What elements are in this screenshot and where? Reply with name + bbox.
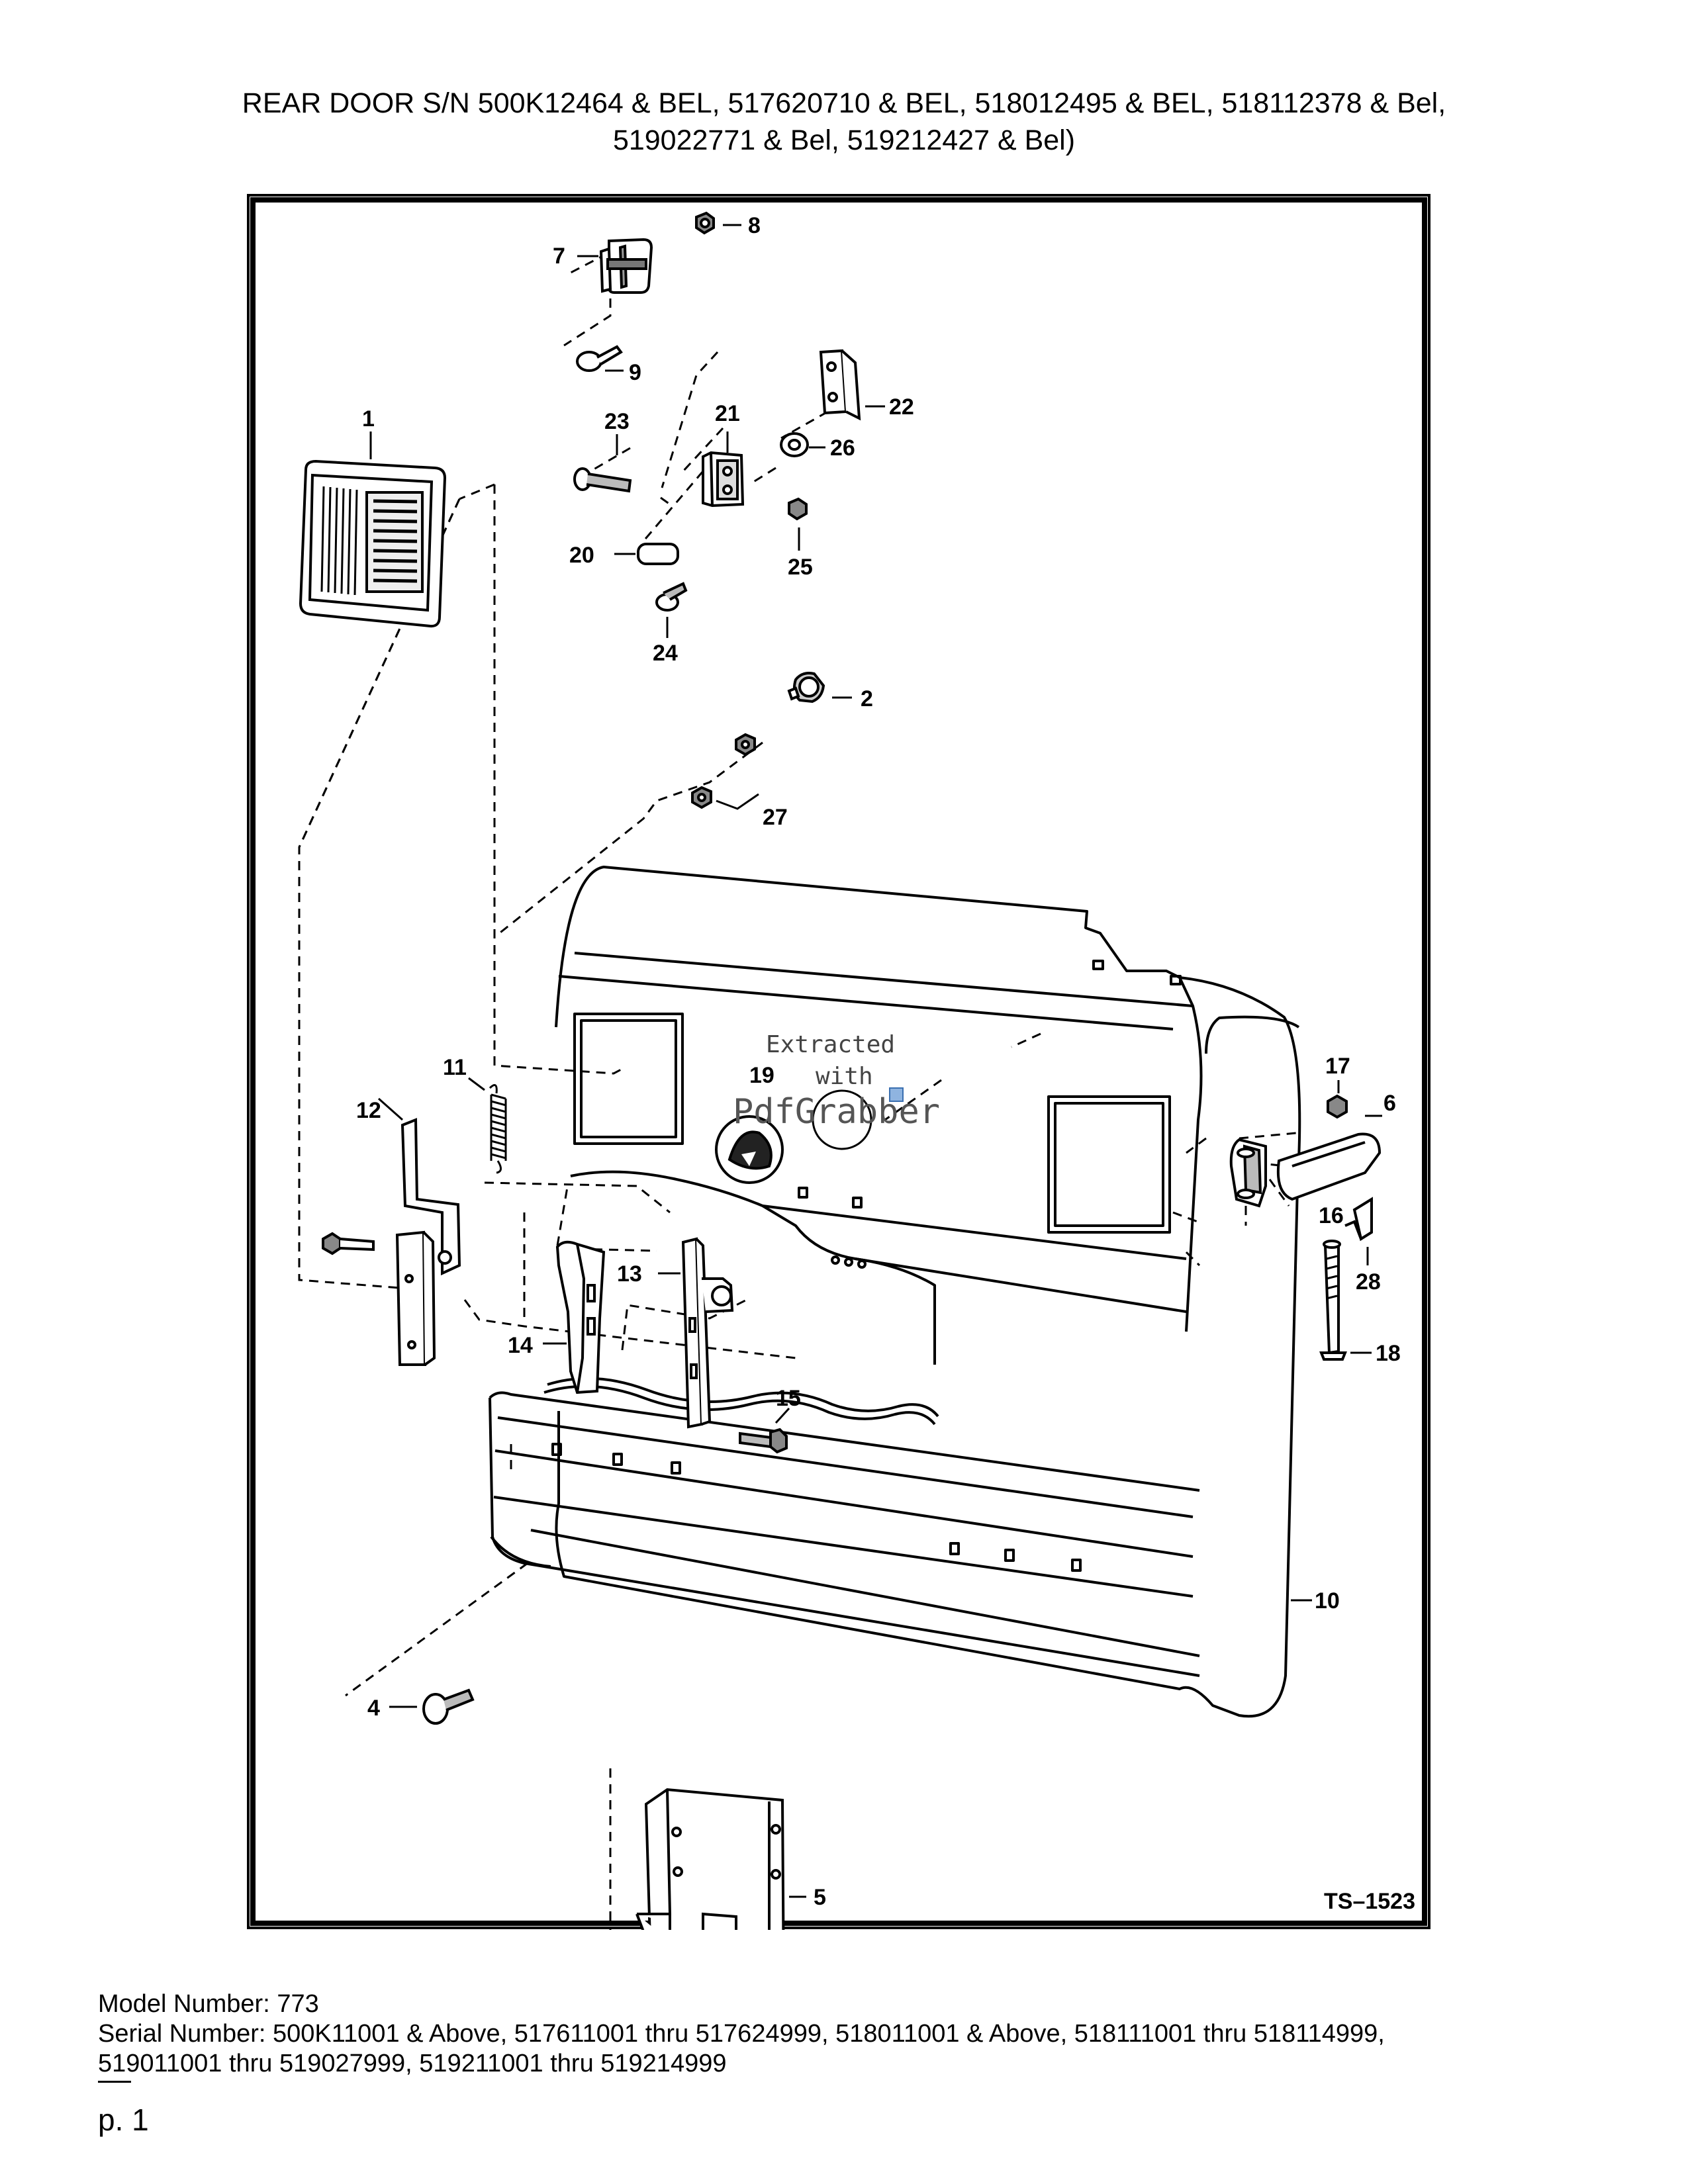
page-number: p. 1 (98, 2103, 149, 2137)
part-23-bolt (573, 434, 632, 493)
part-17-nut (1327, 1080, 1348, 1119)
part-8-nut (695, 211, 741, 235)
part-28-clip (1344, 1197, 1373, 1265)
serial-number-line-2: 519011001 thru 519027999, 519211001 thru… (98, 2050, 727, 2077)
part-20-pin (614, 543, 679, 565)
part-27-nuts (691, 733, 759, 810)
part-1-grille (299, 432, 447, 628)
part-25-nut (788, 497, 808, 551)
callout-11: 11 (443, 1055, 467, 1080)
callout-6: 6 (1383, 1091, 1396, 1116)
part-26-washer (780, 432, 825, 457)
callout-13: 13 (617, 1261, 642, 1287)
part-24-bolt (655, 582, 688, 638)
watermark-line-1: Extracted (766, 1031, 895, 1058)
part-19-decal (715, 1089, 872, 1184)
part-7-catch (577, 238, 653, 294)
callout-20: 20 (569, 543, 594, 568)
footer-divider (98, 2081, 131, 2083)
part-16-hinge (1229, 1138, 1267, 1208)
part-21-hinge (702, 432, 745, 508)
callout-labels: 1 2 3 4 5 6 7 8 9 10 11 12 13 14 15 16 1… (356, 213, 1415, 1914)
diagram-inner-border (250, 197, 1427, 1926)
callout-12: 12 (356, 1098, 381, 1123)
callout-10: 10 (1315, 1588, 1340, 1614)
drawing-code: TS–1523 (1324, 1889, 1415, 1914)
callout-21: 21 (715, 401, 740, 426)
watermark-line-2: with (816, 1063, 873, 1090)
callout-16: 16 (1319, 1203, 1344, 1228)
door-panel (489, 866, 1301, 1718)
part-12-bolt (322, 1232, 375, 1255)
part-14-bracket (543, 1240, 606, 1394)
callout-27: 27 (763, 805, 788, 830)
callout-1: 1 (362, 406, 375, 432)
watermark-line-3: PdfGrabber (733, 1092, 940, 1132)
callout-5: 5 (814, 1885, 826, 1910)
part-13-bracket (658, 1237, 734, 1429)
callout-17: 17 (1325, 1054, 1350, 1079)
callout-8: 8 (748, 213, 761, 238)
page-title-line-1: REAR DOOR S/N 500K12464 & BEL, 517620710… (242, 87, 1446, 119)
part-9-screw (576, 345, 624, 372)
watermark: Extracted with PdfGrabber (733, 1031, 940, 1132)
parts-diagram: Extracted with PdfGrabber 1 2 3 4 5 6 7 … (247, 194, 1430, 1930)
callout-19: 19 (749, 1063, 774, 1088)
part-12-latch (378, 1097, 461, 1366)
callout-26: 26 (830, 435, 855, 461)
page-title-line-2: 519022771 & Bel, 519212427 & Bel) (612, 124, 1076, 156)
part-15-bolt (739, 1407, 790, 1454)
part-18-pin (1319, 1240, 1372, 1361)
callout-15: 15 (776, 1386, 801, 1411)
callout-14: 14 (508, 1333, 533, 1358)
part-11-spring (468, 1077, 507, 1174)
callout-2: 2 (861, 686, 873, 711)
part-4-screw (389, 1688, 475, 1725)
model-number: Model Number: 773 (98, 1990, 319, 2018)
callout-25: 25 (788, 555, 813, 580)
callout-24: 24 (653, 641, 678, 666)
part-5-bracket (635, 1788, 806, 1930)
callout-28: 28 (1356, 1269, 1381, 1295)
part-2-bumper (787, 672, 852, 704)
callout-23: 23 (604, 409, 630, 434)
callout-18: 18 (1376, 1341, 1401, 1366)
part-22-plate (819, 349, 885, 421)
serial-number-line-1: Serial Number: 500K11001 & Above, 517611… (98, 2020, 1385, 2048)
callout-22: 22 (889, 394, 914, 420)
callout-7: 7 (553, 244, 565, 269)
part-6-plate (1276, 1115, 1382, 1201)
callout-4: 4 (367, 1696, 380, 1721)
callout-9: 9 (629, 360, 641, 385)
